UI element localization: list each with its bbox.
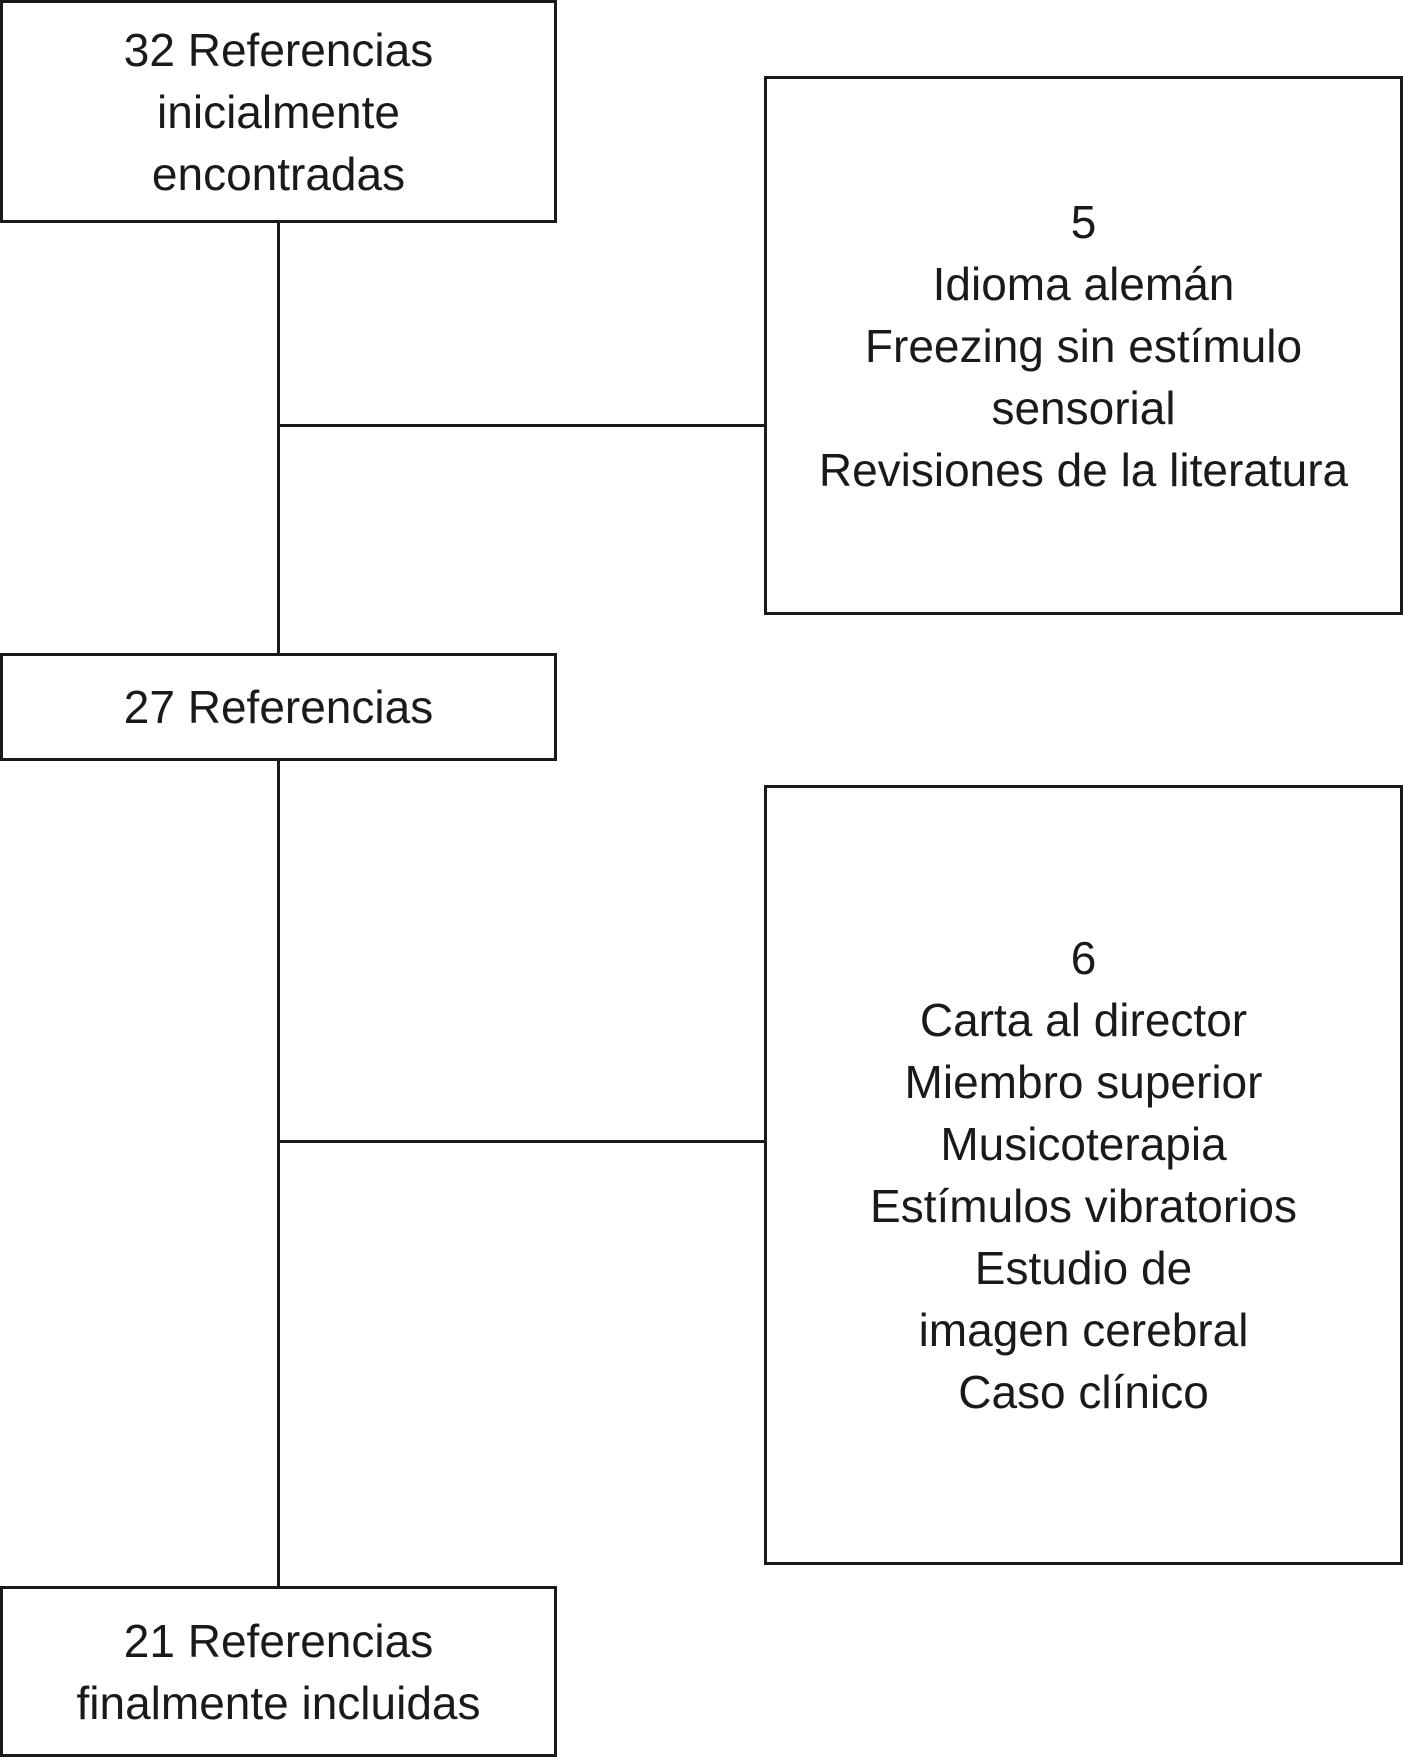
exclusion-reason: Estímulos vibratorios bbox=[870, 1180, 1297, 1232]
connector-start-to-middle bbox=[277, 222, 280, 654]
exclusion-reason: Carta al director bbox=[919, 994, 1248, 1046]
exclusion-box-1: 5 Idioma alemán Freezing sin estímulo se… bbox=[764, 76, 1403, 615]
exclusion-reason: Freezing sin estímulo bbox=[864, 319, 1303, 372]
initial-references-box: 32 Referencias inicialmente encontradas bbox=[0, 0, 557, 223]
exclusion-count: 6 bbox=[1070, 932, 1097, 984]
connector-to-exclusion-1 bbox=[277, 424, 765, 427]
exclusion-reason: Estudio de bbox=[974, 1242, 1193, 1294]
final-references-box: 21 Referencias finalmente incluidas bbox=[0, 1586, 557, 1757]
box-text-line: 27 Referencias bbox=[123, 681, 434, 733]
box-text-line: 21 Referencias bbox=[123, 1614, 434, 1667]
exclusion-reason: imagen cerebral bbox=[918, 1304, 1249, 1356]
exclusion-reason: Musicoterapia bbox=[940, 1118, 1227, 1170]
exclusion-box-2: 6 Carta al director Miembro superior Mus… bbox=[764, 785, 1403, 1565]
intermediate-references-box: 27 Referencias bbox=[0, 653, 557, 761]
box-text-line: finalmente incluidas bbox=[76, 1676, 481, 1729]
connector-to-exclusion-2 bbox=[277, 1140, 765, 1143]
exclusion-reason: Miembro superior bbox=[904, 1056, 1263, 1108]
box-text-line: encontradas bbox=[151, 147, 406, 200]
exclusion-reason: Revisiones de la literatura bbox=[818, 443, 1349, 496]
exclusion-count: 5 bbox=[1070, 195, 1097, 248]
box-text-line: inicialmente bbox=[157, 85, 400, 138]
box-text-line: 32 Referencias bbox=[123, 23, 434, 76]
exclusion-reason: Idioma alemán bbox=[932, 257, 1235, 310]
connector-middle-to-final bbox=[277, 760, 280, 1587]
exclusion-reason: sensorial bbox=[991, 381, 1176, 434]
exclusion-reason: Caso clínico bbox=[958, 1366, 1209, 1418]
